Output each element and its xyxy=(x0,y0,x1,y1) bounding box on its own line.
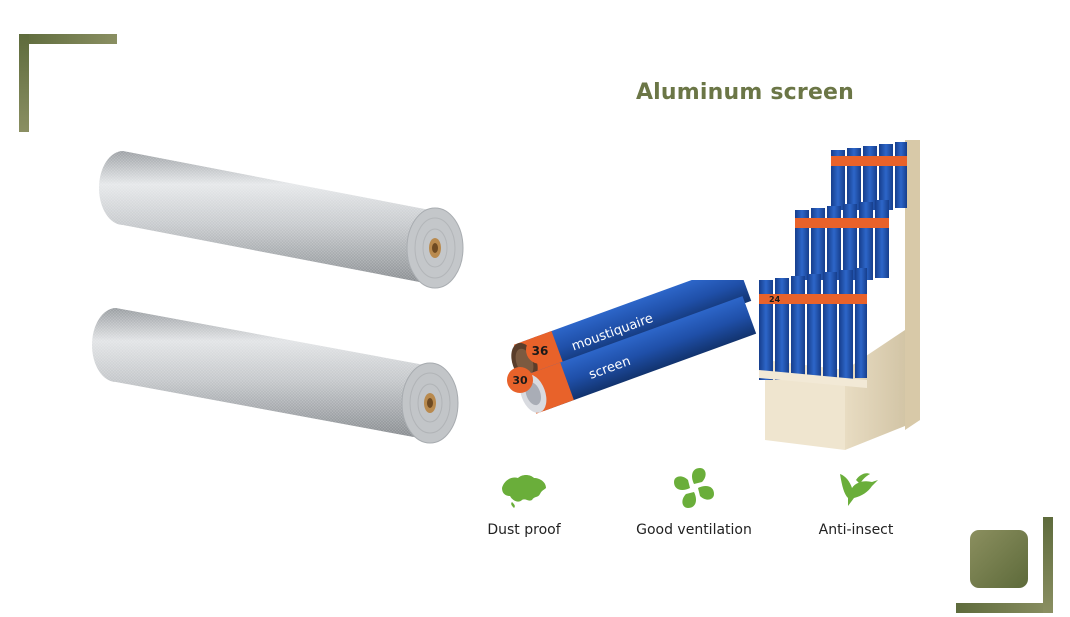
feature-label-anti-insect: Anti-insect xyxy=(818,522,894,538)
aluminum-roll-image-top xyxy=(99,151,464,289)
corner-frame-bottom-right xyxy=(956,603,1053,613)
display-size-label-24: 24 xyxy=(769,295,781,304)
feature-dust-proof: Dust proof xyxy=(444,466,604,538)
decorative-square xyxy=(970,530,1028,588)
hummingbird-icon xyxy=(840,473,878,506)
feature-label-dust-proof: Dust proof xyxy=(487,522,561,538)
retail-display-box-image: 24 xyxy=(759,140,920,450)
corner-frame-top-left xyxy=(19,34,117,44)
packaged-screen-rolls-image: moustiquaire screen 36 30 xyxy=(507,280,757,414)
feature-anti-insect: Anti-insect xyxy=(776,466,936,538)
corner-frame-bottom-right-vertical xyxy=(1043,517,1053,613)
page-title: Aluminum screen xyxy=(635,80,855,105)
pack-size-label-36: 36 xyxy=(532,344,549,358)
feature-good-ventilation: Good ventilation xyxy=(614,466,774,538)
corner-frame-top-left-vertical xyxy=(19,34,29,132)
aluminum-roll-image-bottom xyxy=(92,308,459,444)
feature-label-good-ventilation: Good ventilation xyxy=(636,522,752,538)
ventilation-swirl-icon xyxy=(674,468,714,508)
pack-size-label-30: 30 xyxy=(512,374,528,387)
world-map-icon xyxy=(502,475,546,508)
